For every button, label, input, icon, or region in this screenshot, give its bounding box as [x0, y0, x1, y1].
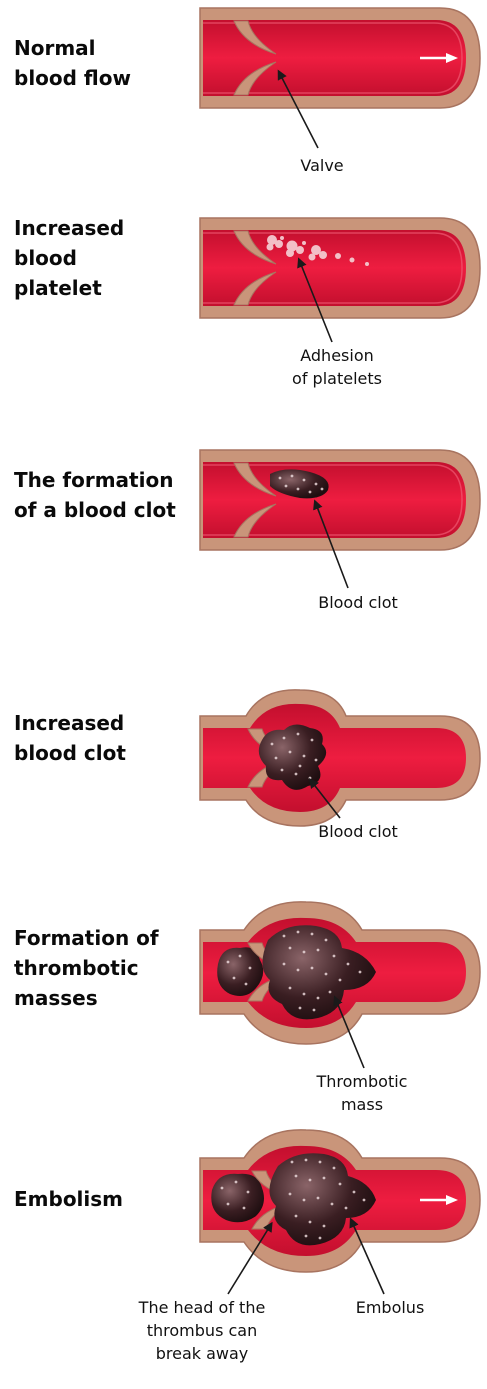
stage-title-embolism: Embolism	[14, 1184, 123, 1214]
label-blood-clot-2: Blood clot	[298, 820, 418, 843]
stage-title-platelet: Increased blood platelet	[14, 213, 124, 303]
vessel-thrombotic	[200, 902, 480, 1068]
stage-title-clot-growing: Increased blood clot	[14, 708, 126, 768]
label-valve: Valve	[272, 154, 372, 177]
label-thrombus-head: The head of the thrombus can break away	[128, 1296, 276, 1365]
vessel-clot-forming	[200, 450, 480, 588]
vessel-platelets	[200, 218, 480, 342]
label-thrombotic-mass: Thrombotic mass	[302, 1070, 422, 1116]
label-adhesion: Adhesion of platelets	[272, 344, 402, 390]
label-embolus: Embolus	[340, 1296, 440, 1319]
label-blood-clot-1: Blood clot	[298, 591, 418, 614]
vessel-embolism	[200, 1130, 480, 1294]
stage-title-clot-forming: The formation of a blood clot	[14, 465, 176, 525]
stage-title-thrombotic: Formation of thrombotic masses	[14, 923, 159, 1013]
vessel-normal	[200, 8, 480, 148]
embolus-head	[211, 1174, 264, 1222]
stage-title-normal: Normal blood flow	[14, 33, 131, 93]
vessel-clot-growing	[200, 690, 480, 826]
